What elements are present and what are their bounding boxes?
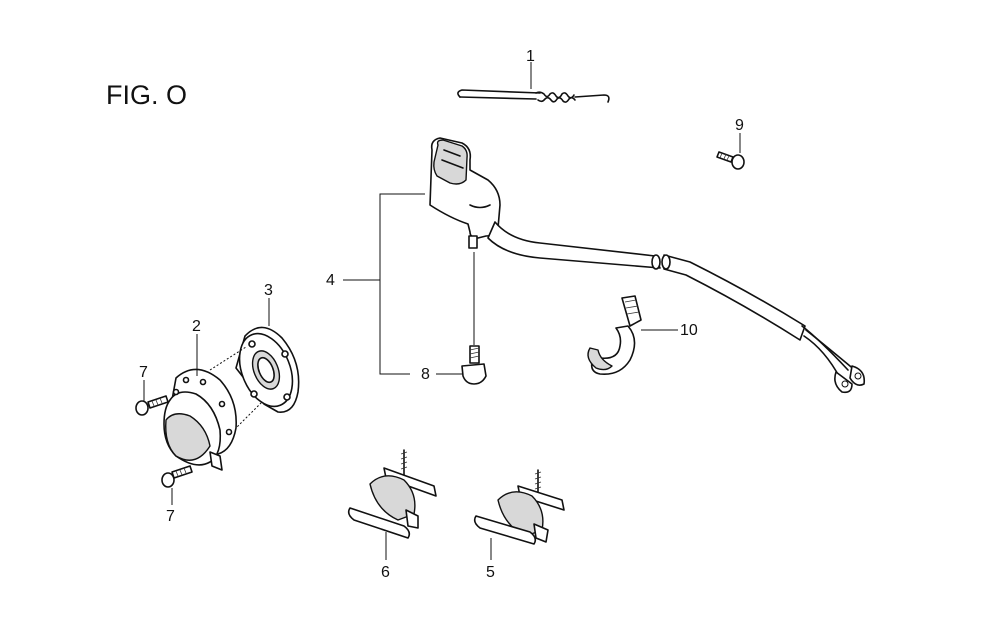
switch-harness-icon [429,137,866,394]
bolt-icon [135,395,169,416]
bolt-icon [461,345,487,385]
figure-title: FIG. O [106,80,187,110]
callout-3: 3 [264,282,273,299]
callout-5: 5 [486,564,495,581]
bracket-4 [379,193,425,375]
callout-6: 6 [381,564,390,581]
spring-icon [457,89,610,103]
callout-4: 4 [326,272,335,289]
bolt-icon [161,465,193,488]
callout-8: 8 [421,366,430,383]
cable-clamp-icon [587,295,642,376]
callout-9: 9 [735,117,744,134]
bolt-icon [716,151,745,170]
callout-7b: 7 [166,508,175,525]
rubber-mount-icon [473,469,565,545]
mounting-flange-icon [235,326,300,413]
motor-cover-icon [163,368,237,471]
callout-1: 1 [526,48,535,65]
callout-2: 2 [192,318,201,335]
callout-7a: 7 [139,364,148,381]
callout-10: 10 [680,322,698,339]
rubber-mount-icon [347,449,437,539]
